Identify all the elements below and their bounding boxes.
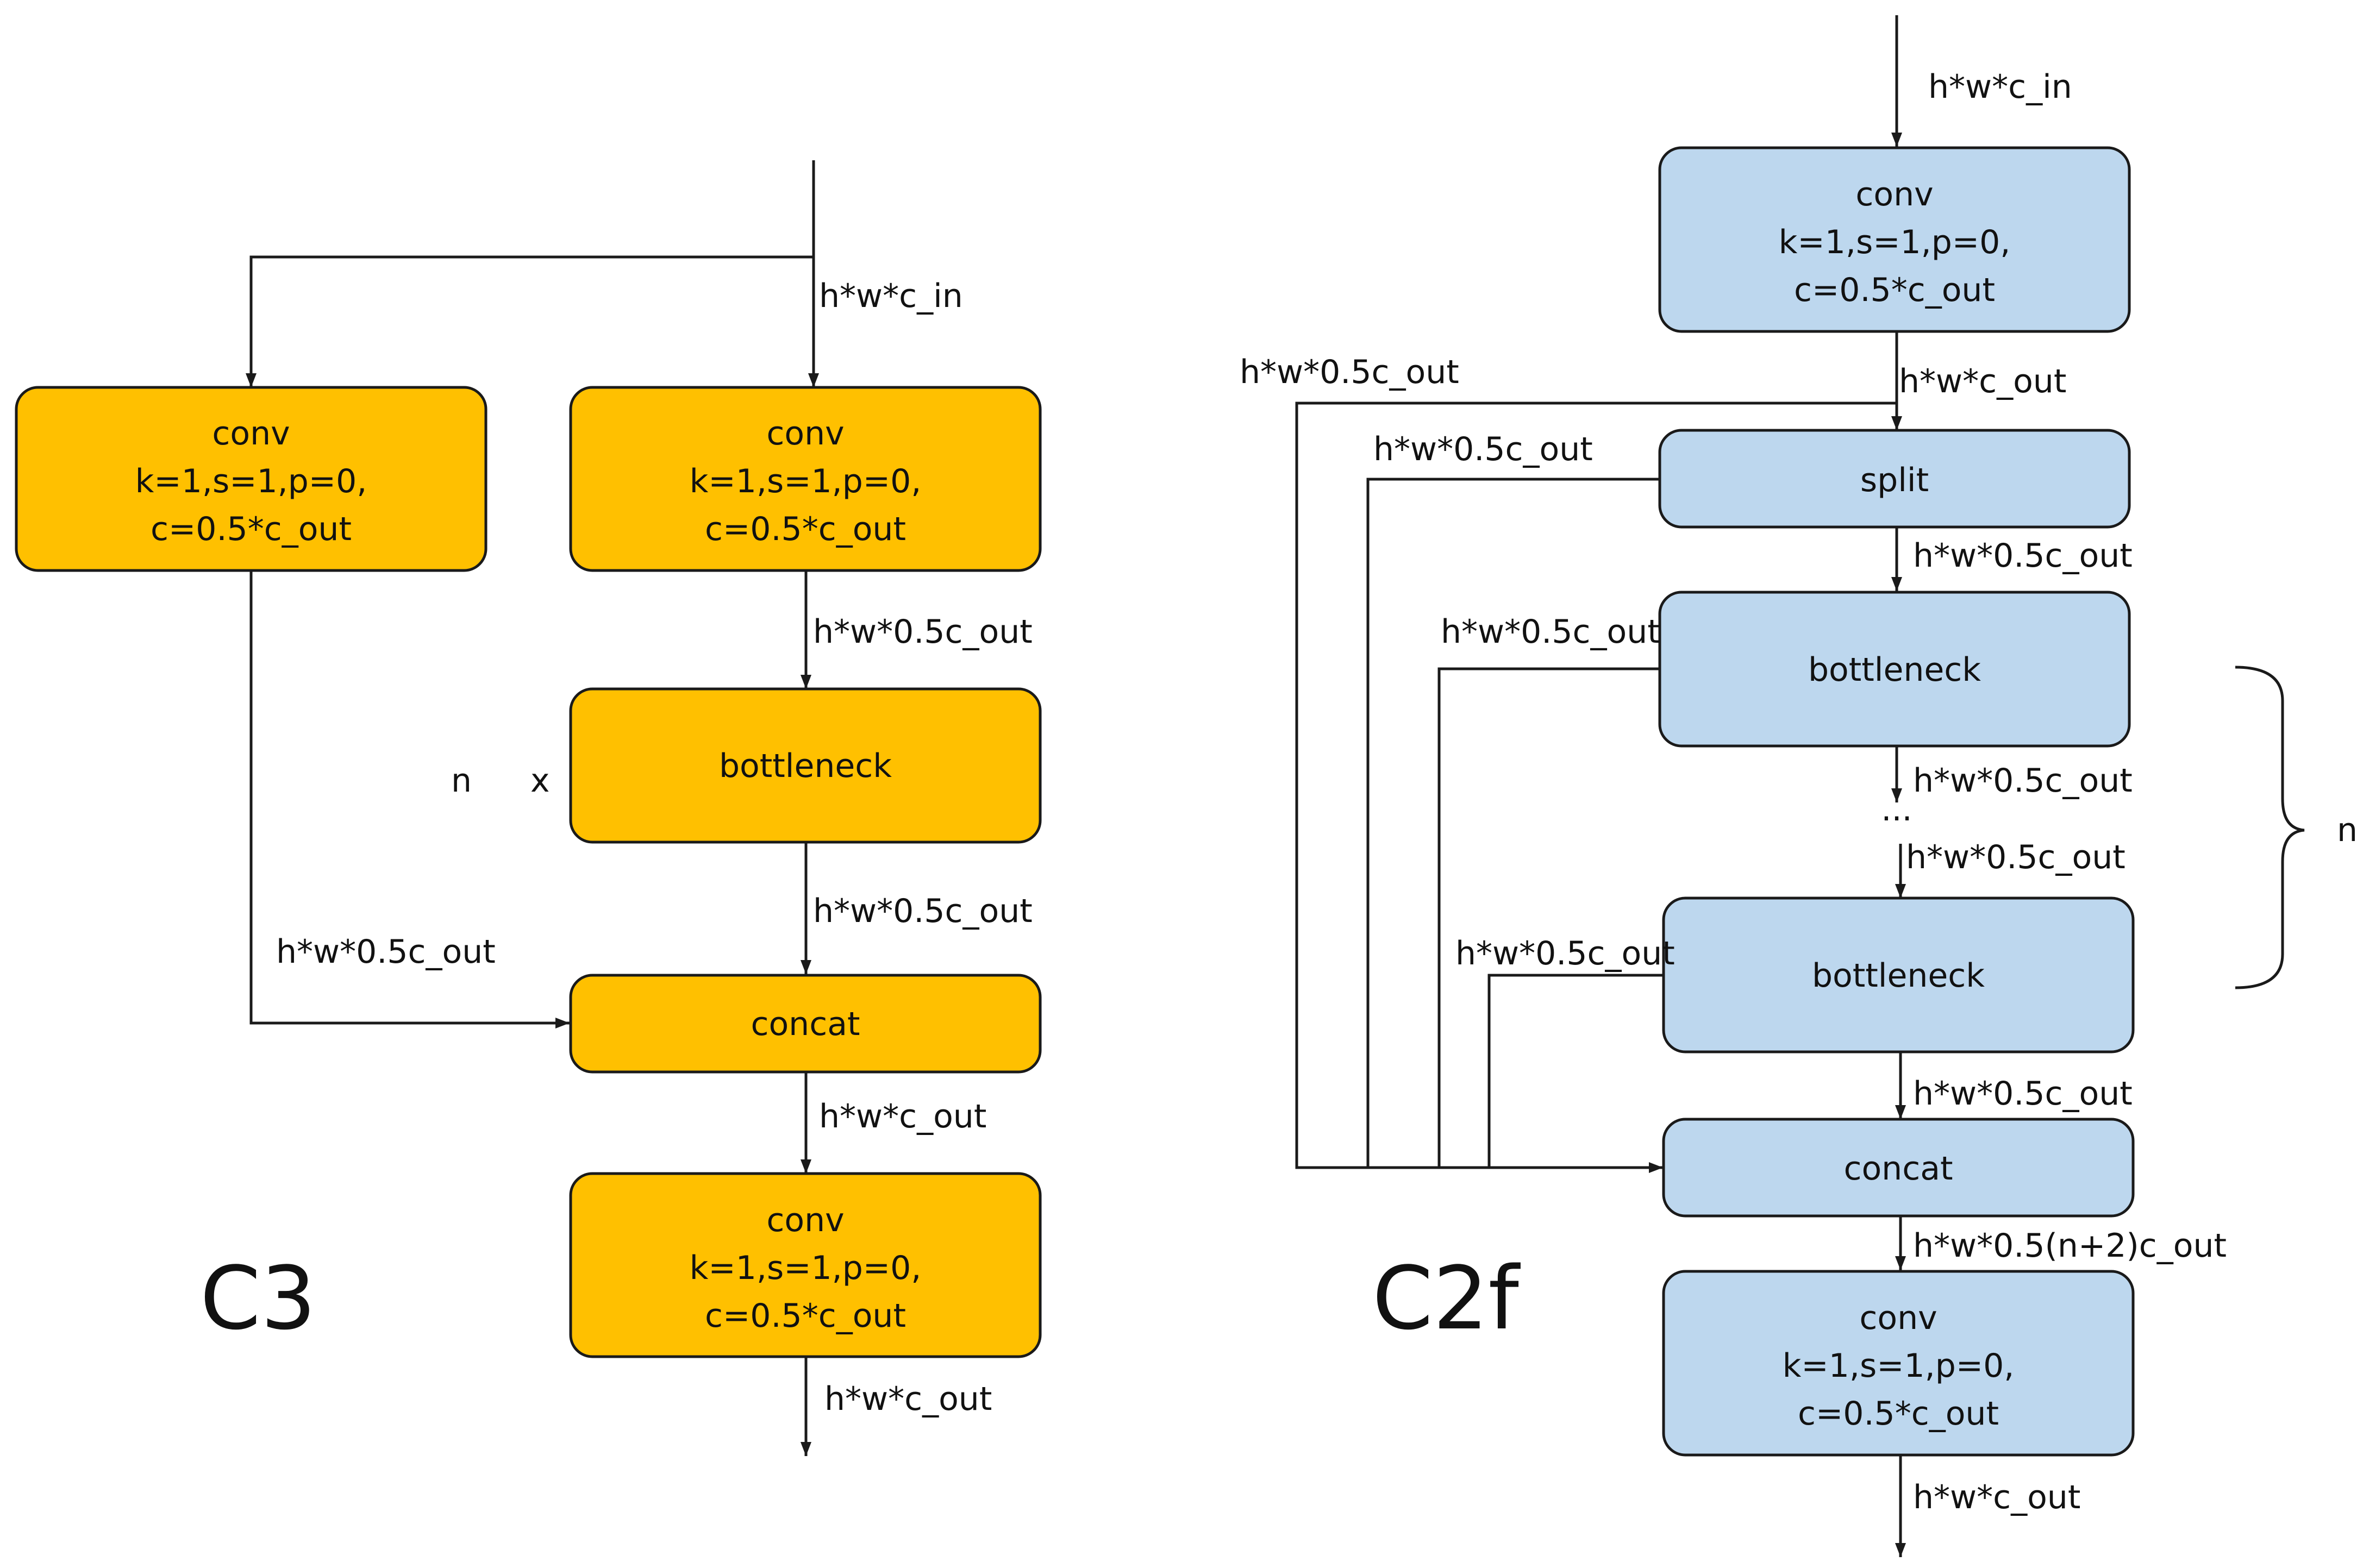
c2f-skip-outer [1295, 402, 1897, 1173]
c3-conv-out-line-1: conv [766, 1201, 844, 1239]
c2f-label-after-concat: h*w*0.5(n+2)c_out [1913, 1227, 2227, 1265]
c2f-skip-bn [1487, 974, 1664, 1168]
c3-concat-box: concat [569, 974, 1042, 1074]
c2f-conv-in-line-2: k=1,s=1,p=0, [1779, 223, 2011, 261]
c2f-label-after-split: h*w*0.5c_out [1913, 537, 2133, 575]
c2f-skip-split [1366, 478, 1660, 1168]
c2f-label-after-bn: h*w*0.5c_out [1913, 1075, 2133, 1113]
c2f-diagram: conv k=1,s=1,p=0, c=0.5*c_out split bott… [1240, 15, 2358, 1557]
c2f-concat-label: concat [1843, 1150, 1953, 1188]
c3-label-input: h*w*c_in [819, 277, 963, 315]
c3-label-output: h*w*c_out [824, 1380, 992, 1418]
c3-conv-right-line-1: conv [766, 415, 844, 453]
c3-bottleneck-label: bottleneck [719, 747, 892, 785]
c2f-bottleneck-n-label: bottleneck [1812, 957, 1985, 995]
c2f-bottleneck-n-box: bottleneck [1662, 896, 2135, 1053]
c2f-label-after-conv: h*w*c_out [1899, 362, 2066, 400]
c2f-conv-in-line-3: c=0.5*c_out [1794, 271, 1995, 309]
c3-bottleneck-box: bottleneck [569, 687, 1042, 844]
c3-conv-out-line-3: c=0.5*c_out [705, 1297, 906, 1335]
c2f-label-skip-b1: h*w*0.5c_out [1441, 613, 1660, 651]
c3-concat-label: concat [751, 1005, 860, 1043]
c3-edge-input-branch [246, 255, 814, 387]
c3-edge-left-concat [249, 570, 570, 1028]
c3-label-after-conv: h*w*0.5c_out [813, 613, 1033, 651]
c2f-bottleneck-1-box: bottleneck [1658, 591, 2131, 748]
c2f-title: C2f [1372, 1247, 1521, 1349]
c2f-label-skip-bn: h*w*0.5c_out [1455, 934, 1675, 973]
c3-conv-right-box: conv k=1,s=1,p=0, c=0.5*c_out [569, 386, 1042, 572]
c2f-bottleneck-1-label: bottleneck [1808, 651, 1981, 689]
c2f-concat-box: concat [1662, 1118, 2135, 1218]
c3-conv-left-line-3: c=0.5*c_out [151, 510, 352, 548]
c3-conv-out-line-2: k=1,s=1,p=0, [690, 1249, 922, 1287]
c2f-conv-out-box: conv k=1,s=1,p=0, c=0.5*c_out [1662, 1270, 2135, 1457]
c3-conv-right-line-2: k=1,s=1,p=0, [690, 462, 922, 500]
c2f-brace [2235, 666, 2305, 989]
c3-repeat-n: n [451, 762, 472, 800]
c2f-split-box: split [1658, 429, 2131, 529]
c3-conv-left-box: conv k=1,s=1,p=0, c=0.5*c_out [15, 386, 487, 572]
c2f-label-before-bn: h*w*0.5c_out [1906, 838, 2126, 876]
c2f-conv-in-box: conv k=1,s=1,p=0, c=0.5*c_out [1658, 146, 2131, 333]
c2f-conv-out-line-3: c=0.5*c_out [1798, 1395, 1999, 1433]
c2f-ellipsis: ... [1881, 791, 1912, 829]
c3-conv-left-line-2: k=1,s=1,p=0, [135, 462, 367, 500]
c3-conv-out-box: conv k=1,s=1,p=0, c=0.5*c_out [569, 1172, 1042, 1358]
c2f-conv-in-line-1: conv [1855, 175, 1933, 214]
c3-title: C3 [200, 1247, 316, 1349]
c2f-label-skip-outer: h*w*0.5c_out [1240, 353, 1459, 391]
c3-repeat-x: x [530, 762, 550, 800]
c2f-brace-n: n [2337, 811, 2358, 849]
c2f-conv-out-line-1: conv [1859, 1299, 1937, 1337]
c2f-skip-b1 [1437, 667, 1660, 1168]
c3-conv-left-line-1: conv [212, 415, 290, 453]
c2f-label-input: h*w*c_in [1928, 68, 2072, 106]
c2f-split-label: split [1860, 461, 1929, 499]
c2f-label-after-b1: h*w*0.5c_out [1913, 762, 2133, 800]
c3-label-after-concat: h*w*c_out [819, 1097, 986, 1136]
c2f-label-output: h*w*c_out [1913, 1478, 2080, 1516]
c3-label-after-bottleneck: h*w*0.5c_out [813, 892, 1033, 930]
c3-label-left-branch: h*w*0.5c_out [276, 933, 496, 971]
c2f-label-skip-split: h*w*0.5c_out [1373, 430, 1593, 468]
c2f-conv-out-line-2: k=1,s=1,p=0, [1783, 1347, 2015, 1385]
c3-diagram: conv k=1,s=1,p=0, c=0.5*c_out conv k=1,s… [15, 160, 1042, 1456]
c3-conv-right-line-3: c=0.5*c_out [705, 510, 906, 548]
